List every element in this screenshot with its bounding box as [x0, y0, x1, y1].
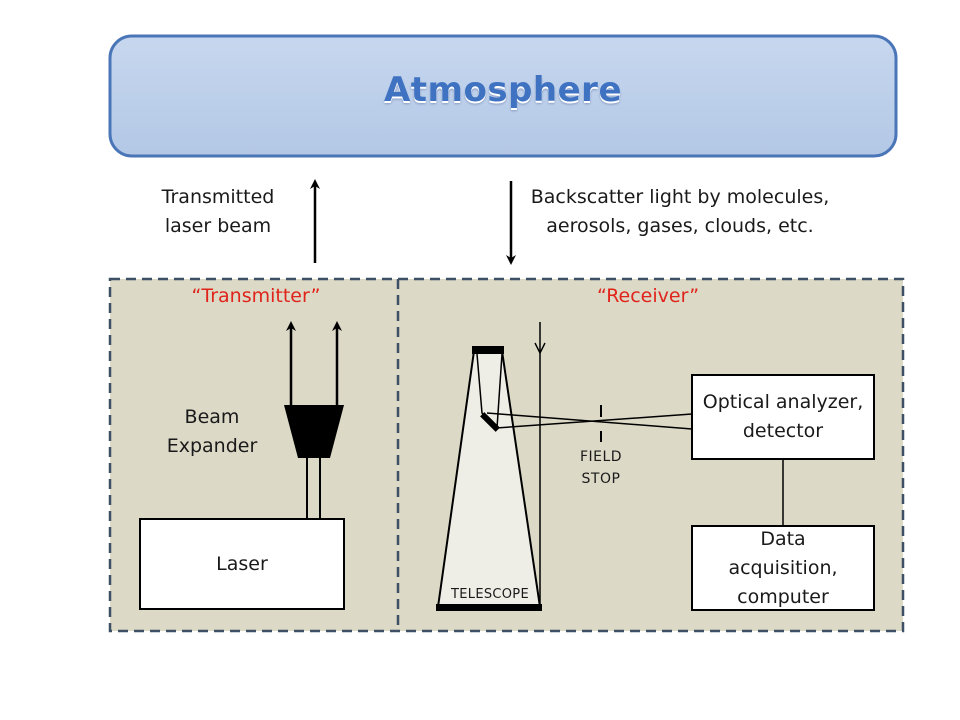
optical-analyzer-line-1: Optical analyzer, — [702, 391, 864, 413]
field-stop-line-1: FIELD — [579, 449, 623, 465]
optical-analyzer-label: Optical analyzer, detector — [692, 388, 874, 446]
data-acquisition-line-1: Data — [760, 528, 806, 550]
laser-box — [139, 518, 345, 610]
data-acquisition-label: Data acquisition, computer — [692, 525, 874, 612]
receiver-title: “Receiver” — [596, 285, 700, 307]
beam-expander-shape — [284, 405, 344, 458]
field-stop-label: FIELD STOP — [566, 446, 636, 490]
beam-expander-label: Beam Expander — [148, 403, 276, 461]
telescope-base — [436, 604, 542, 611]
atmosphere-title: Atmosphere — [383, 70, 623, 110]
transmitted-label-line-2: laser beam — [164, 215, 272, 237]
telescope-top-mirror — [472, 346, 504, 354]
data-acquisition-line-3: computer — [737, 586, 829, 608]
atmosphere-box — [108, 34, 898, 158]
panel-dashed-borders — [108, 277, 905, 633]
beam-expander-line-2: Expander — [166, 435, 258, 457]
incoming-ray-arrowhead — [534, 342, 546, 355]
transmitter-title: “Transmitter” — [191, 285, 321, 307]
ray-lower — [495, 413, 693, 429]
transmitted-label: Transmitted laser beam — [138, 183, 298, 241]
backscatter-label-line-1: Backscatter light by molecules, — [530, 186, 830, 208]
beam-expander-line-1: Beam — [184, 406, 240, 428]
transmitted-label-line-1: Transmitted — [161, 186, 275, 208]
optical-analyzer-line-2: detector — [742, 420, 824, 442]
backscatter-label-line-2: aerosols, gases, clouds, etc. — [546, 215, 814, 237]
secondary-mirror — [480, 412, 500, 432]
laser-label: Laser — [216, 553, 268, 575]
optical-analyzer-box — [691, 374, 875, 460]
data-acquisition-box — [691, 525, 875, 611]
telescope-label: TELESCOPE — [451, 587, 529, 602]
field-stop-line-2: STOP — [581, 471, 621, 487]
data-acquisition-line-2: acquisition, — [728, 557, 838, 579]
backscatter-label: Backscatter light by molecules, aerosols… — [520, 183, 840, 241]
